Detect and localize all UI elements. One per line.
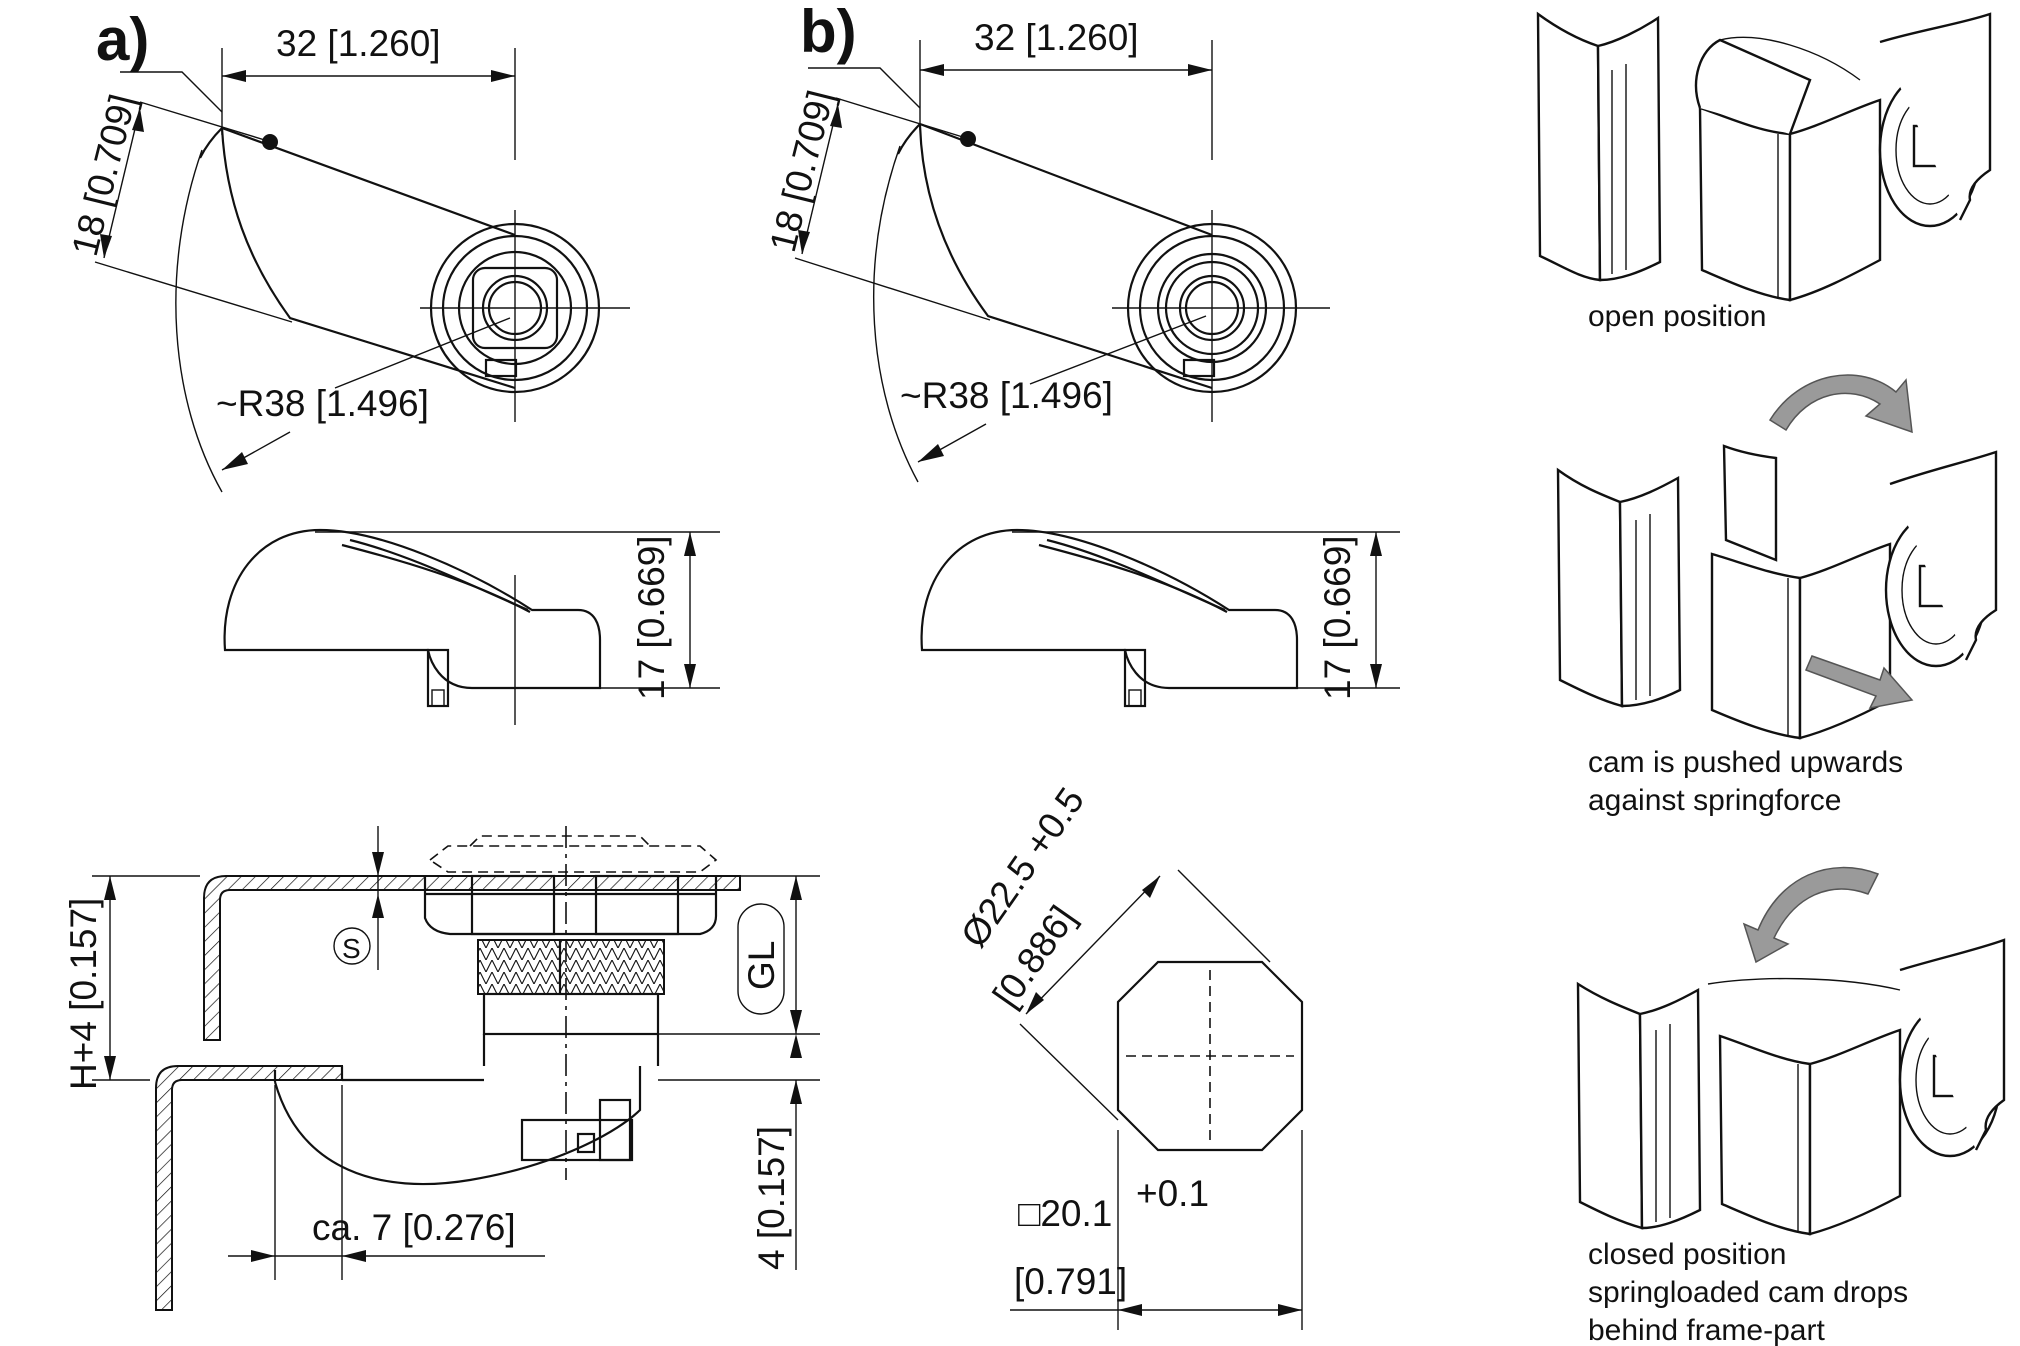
step-closed-illustration: closed position springloaded cam drops b… <box>1576 866 2006 1346</box>
section-four-dim: 4 [0.157] <box>751 1126 792 1270</box>
panel-cutout-view: Ø22.5 +0.5 [0.886] □20.1 +0.1 [0.791] <box>953 780 1304 1330</box>
rotation-arrow-up-icon <box>1768 374 1913 434</box>
cutout-square-tolerance: +0.1 <box>1136 1173 1209 1214</box>
panel-b-side-height-dim: 17 [0.669] <box>1317 535 1358 700</box>
step-open-illustration: open position <box>1536 11 1992 333</box>
step-3-caption-line-1: closed position <box>1588 1238 1786 1271</box>
step-3-caption-line-3: behind frame-part <box>1588 1314 1825 1346</box>
panel-a-top-view: a) 32 [1.260] 18 [0.709] <box>64 6 630 493</box>
step-1-caption-line-1: open position <box>1588 300 1766 333</box>
step-2-caption-line-2: against springforce <box>1588 784 1841 817</box>
push-arrow-icon <box>1805 655 1914 710</box>
panel-b-height-dim: 18 [0.709] <box>762 86 842 256</box>
section-h-dim: H+4 [0.157] <box>63 898 104 1090</box>
panel-b-width-dim: 32 [1.260] <box>974 17 1139 58</box>
section-s-symbol: S <box>342 933 361 964</box>
panel-a-label: a) <box>96 6 149 73</box>
panel-a-side-height-dim: 17 [0.669] <box>631 535 672 700</box>
panel-a-width-dim: 32 [1.260] <box>276 23 441 64</box>
section-gl-symbol: GL <box>741 941 782 990</box>
step-pushed-illustration: cam is pushed upwards against springforc… <box>1556 374 1998 817</box>
panel-a-side-view: 17 [0.669] <box>223 528 720 725</box>
panel-a-radius-dim: ~R38 [1.496] <box>216 383 429 424</box>
panel-b-radius-dim: ~R38 [1.496] <box>900 375 1113 416</box>
panel-b-label: b) <box>800 0 857 65</box>
step-3-caption-line-2: springloaded cam drops <box>1588 1276 1908 1309</box>
panel-b-top-view: b) 32 [1.260] 18 [0.709] ~R38 [1.496] <box>762 0 1330 483</box>
panel-b-side-view: 17 [0.669] <box>920 528 1400 708</box>
mounting-section-view: H+4 [0.157] S GL 4 [0.157] ca. 7 [0.276] <box>63 826 820 1311</box>
cutout-square-inch: [0.791] <box>1014 1261 1127 1302</box>
panel-a-height-dim: 18 [0.709] <box>64 90 144 260</box>
rotation-arrow-down-icon <box>1742 866 1880 964</box>
section-offset-dim: ca. 7 [0.276] <box>312 1207 516 1248</box>
step-2-caption-line-1: cam is pushed upwards <box>1588 746 1903 779</box>
cutout-square-value: □20.1 <box>1018 1193 1112 1234</box>
